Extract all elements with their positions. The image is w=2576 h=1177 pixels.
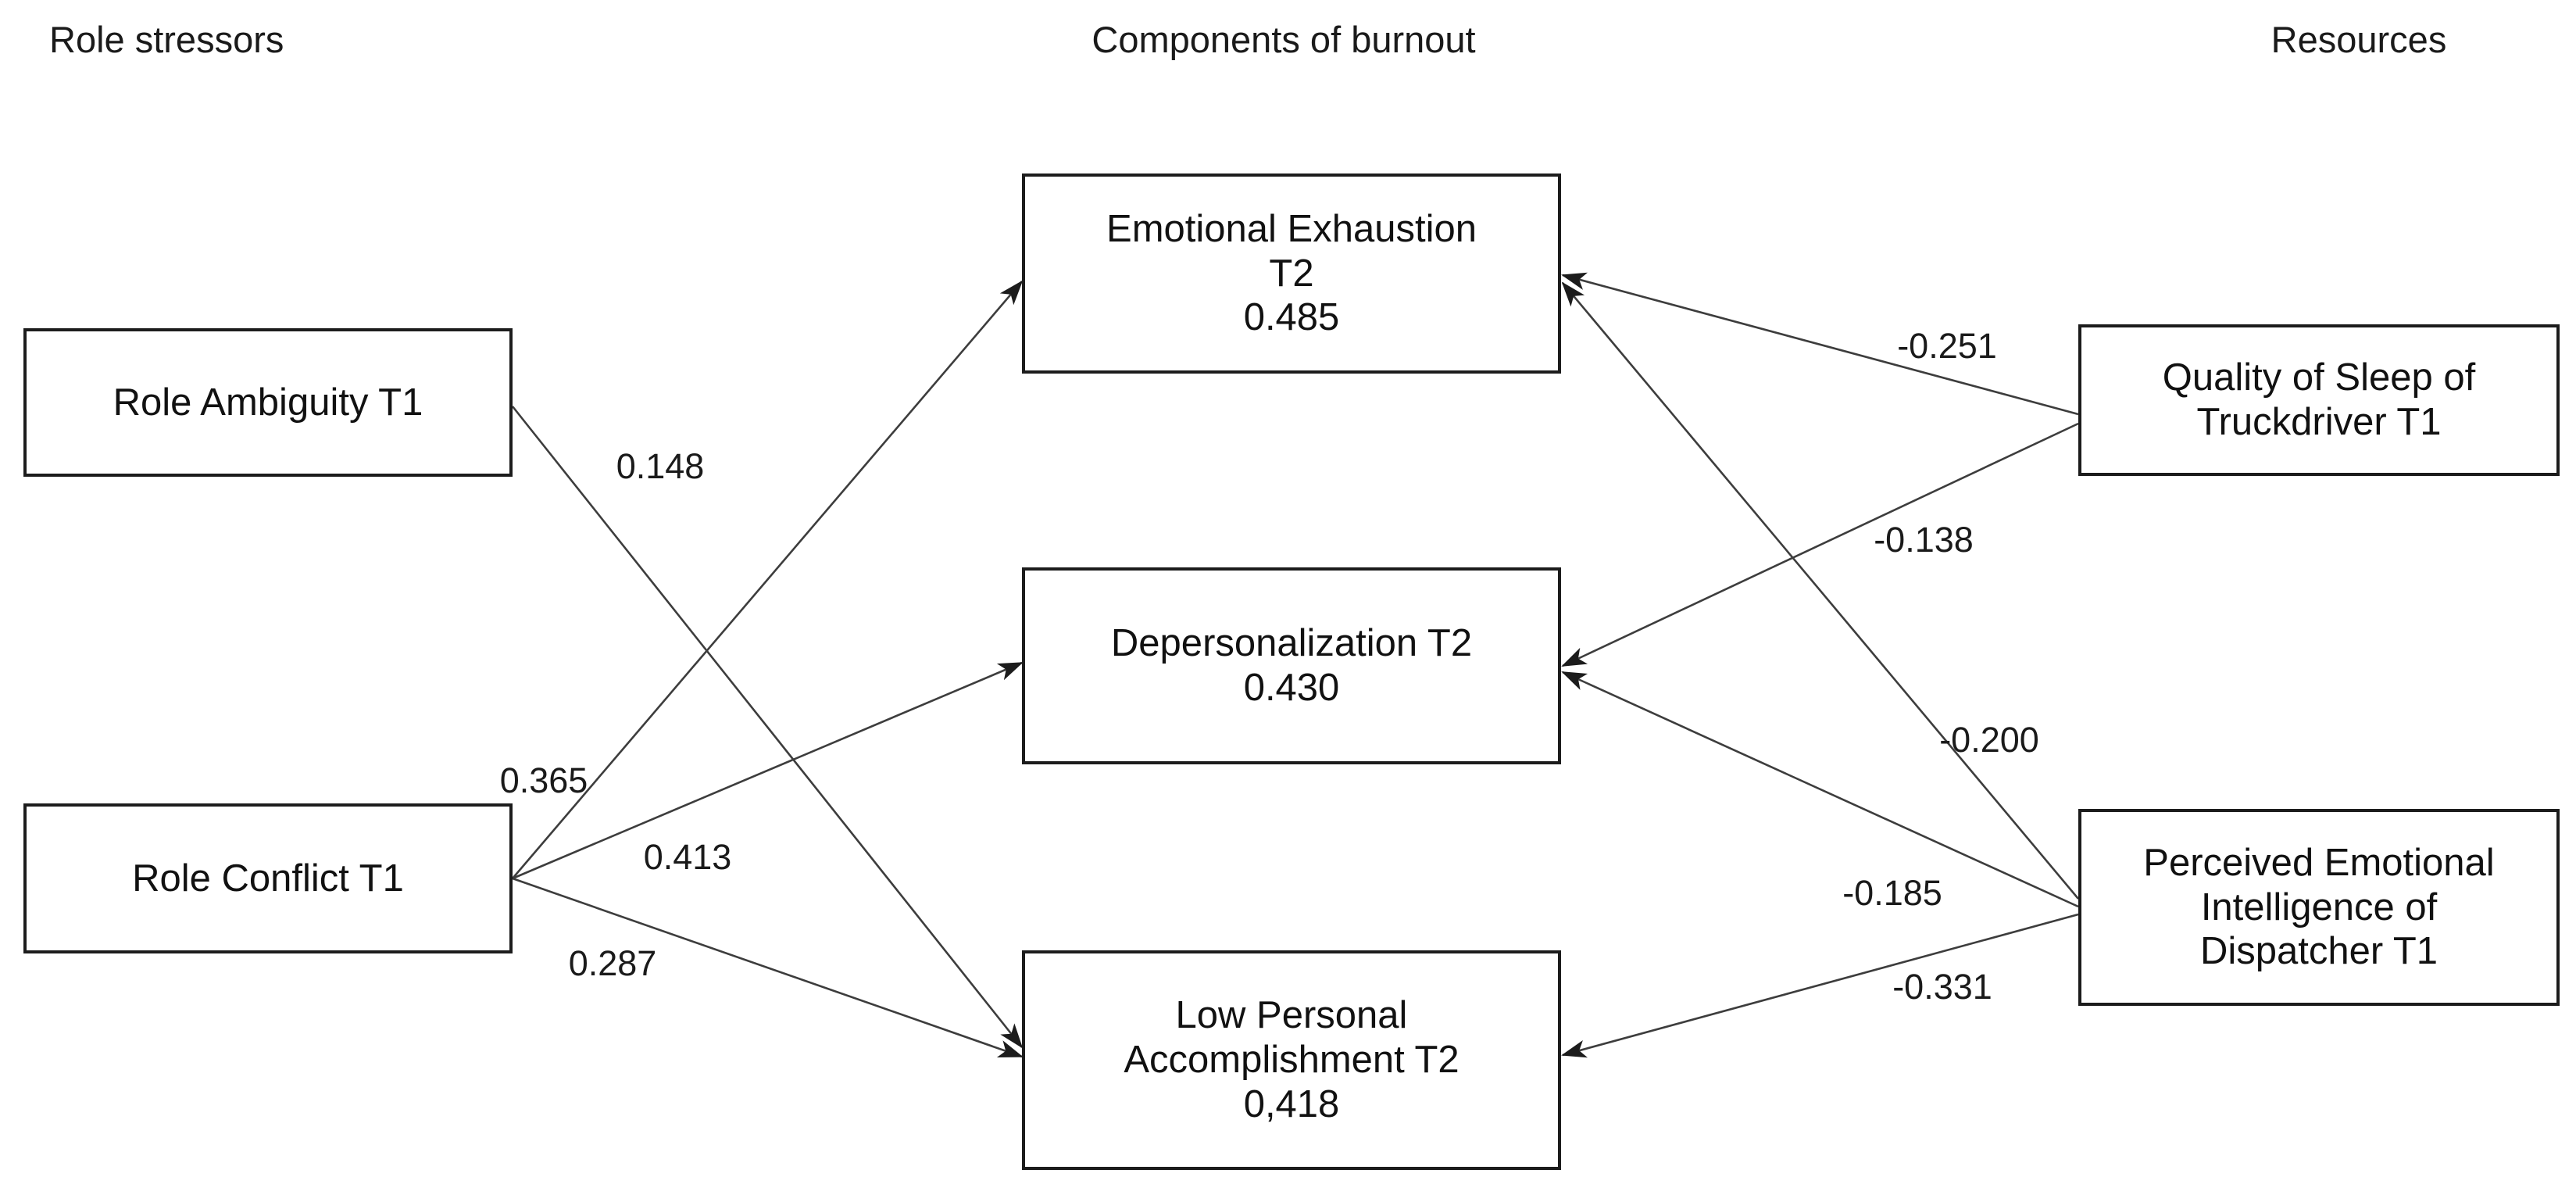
edge-coefficient-pei-to-lpa: -0.331 <box>1892 967 1992 1007</box>
edge-coefficient-rc-to-lpa: 0.287 <box>569 943 657 983</box>
node-text-line: Accomplishment T2 <box>1124 1039 1459 1082</box>
column-header-resources: Resources <box>2271 19 2447 60</box>
node-text-line: Emotional Exhaustion <box>1106 207 1477 250</box>
node-text-line: Depersonalization T2 <box>1110 622 1473 665</box>
node-text-line: Quality of Sleep of <box>2162 356 2476 399</box>
node-text-line: Role Conflict T1 <box>132 857 404 900</box>
edge-arrow-ra-to-lpa <box>511 406 1024 1049</box>
edge-arrow-rc-to-dp <box>512 661 1024 880</box>
edge-arrow-qos-to-dp <box>1561 422 2079 667</box>
column-header-role-stressors: Role stressors <box>49 19 284 60</box>
edge-arrow-rc-to-lpa <box>512 877 1024 1058</box>
edge-arrow-rc-to-ee <box>512 280 1024 879</box>
node-text-line: 0.430 <box>1243 667 1340 709</box>
node-text-line: T2 <box>1269 252 1314 295</box>
node-text-line: 0.485 <box>1243 296 1340 339</box>
edge-coefficient-qos-to-ee: -0.251 <box>1897 326 1997 366</box>
column-header-components-of-burnout: Components of burnout <box>1091 19 1476 60</box>
edge-coefficient-pei-to-dp: -0.185 <box>1842 873 1942 913</box>
node-text-line: Low Personal <box>1175 994 1408 1037</box>
node-box-role-conflict: Role Conflict T1 <box>23 803 513 953</box>
edge-arrow-pei-to-dp <box>1561 671 2079 908</box>
edge-arrow-qos-to-ee <box>1561 272 2079 416</box>
edge-arrow-pei-to-lpa <box>1561 913 2079 1058</box>
edge-coefficient-pei-to-ee: -0.200 <box>1939 720 2039 760</box>
node-text-line: Truckdriver T1 <box>2196 401 2442 443</box>
edge-coefficient-rc-to-dp: 0.413 <box>644 837 732 877</box>
edge-coefficient-rc-to-ee: 0.365 <box>500 760 588 800</box>
node-text-line: Perceived Emotional <box>2143 841 2495 884</box>
edge-coefficient-qos-to-dp: -0.138 <box>1874 520 1974 560</box>
node-text-line: Role Ambiguity T1 <box>113 381 423 424</box>
node-box-role-ambiguity: Role Ambiguity T1 <box>23 328 513 477</box>
node-text-line: 0,418 <box>1243 1082 1340 1125</box>
edge-coefficient-ra-to-lpa: 0.148 <box>616 446 705 486</box>
node-text-line: Intelligence of <box>2200 885 2438 928</box>
node-text-line: Dispatcher T1 <box>2199 930 2438 973</box>
edge-arrow-pei-to-ee <box>1561 281 2079 900</box>
